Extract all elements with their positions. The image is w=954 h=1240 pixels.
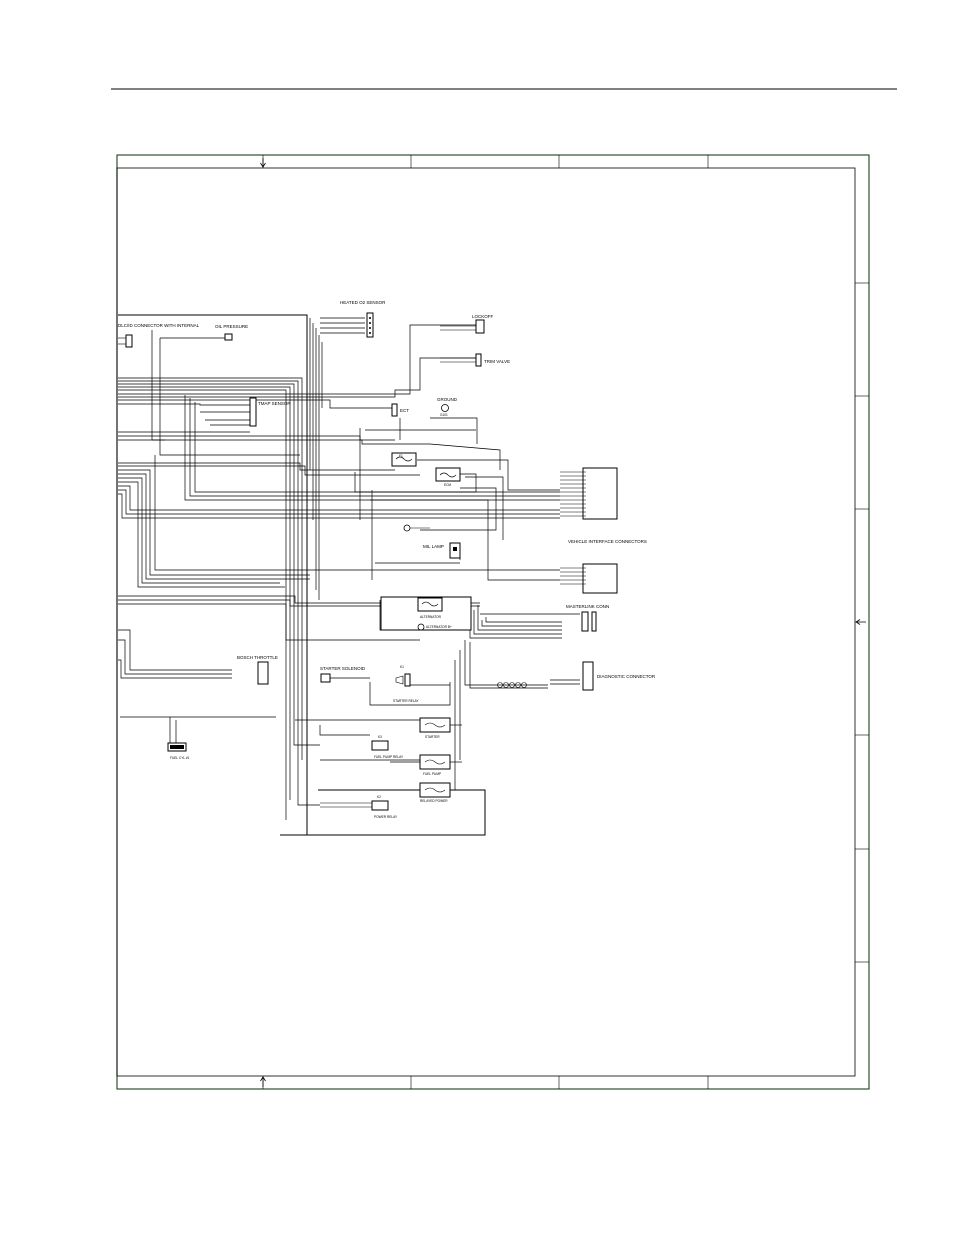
trim-valve-label: TRIM VALVE [484,359,510,364]
wiring-harness [118,314,580,836]
vehicle-connector-2 [560,563,618,594]
relayed-power-fuse: RELAYED POWER [419,782,451,803]
dlc-connector: DLC/ID CONNECTOR WITH INTERNAL [118,323,200,348]
starter-solenoid-label: STARTER SOLENOID [320,666,366,671]
starter-relay: K1 STARTER RELAY [393,665,420,703]
mil-lamp-icon [403,524,411,532]
lockoff-label: LOCKOFF [472,314,494,319]
bosch-throttle-label: BOSCH THROTTLE [237,655,278,660]
fuse-f2: ECM [435,467,461,487]
fuel-pump-fuse: FUEL PUMP [419,754,451,776]
relay-k3-caption: FUEL PUMP RELAY [374,755,404,759]
fuel-pump-relay: K3 FUEL PUMP RELAY [371,735,404,759]
ect-label: ECT [400,408,409,413]
lockoff-valve: LOCKOFF [440,314,494,334]
mil-lamp-label: MIL LAMP [423,544,444,549]
vehicle-connector-1 [560,467,618,520]
ground-id: G101 [440,413,448,417]
alternator-icon [417,623,425,631]
mil-lamp [403,524,430,532]
vehicle-interface-label: VEHICLE INTERFACE CONNECTORS [568,539,647,544]
fuse-f1-label: F1 [399,454,403,458]
drawing-frame [116,154,870,1090]
fuse-f2-label: ECM [444,483,451,487]
relay-k3-label: K3 [378,735,382,739]
bottom-center-arrow-icon [260,1076,266,1087]
fuel-injector-cyl1: FUEL CYL #1 [167,742,190,760]
starter-fuse-label: STARTER [425,735,440,739]
fuse-f1: F1 [391,452,417,467]
trim-valve: TRIM VALVE [440,353,510,367]
relay-k2-caption: POWER RELAY [374,815,398,819]
ground-label: GROUND [437,397,458,402]
bosch-throttle: BOSCH THROTTLE [237,655,278,685]
alternator-fuse: ALTERNATOR ALTERNATOR B+ [380,596,472,631]
oil-pressure-label: OIL PRESSURE [215,324,248,329]
right-center-arrow-icon [855,619,866,625]
ground-symbol-icon [441,404,449,412]
alternator-fuse-label: ALTERNATOR [420,615,442,619]
heated-o2-sensor: HEATED O2 SENSOR [340,300,386,338]
diagnostic-connector: DIAGNOSTIC CONNECTOR [497,661,656,691]
alternator-label: ALTERNATOR B+ [426,625,452,629]
dlc-connector-label: DLC/ID CONNECTOR WITH INTERNAL [118,323,200,328]
relay-k1-label: K1 [400,665,404,669]
diagnostic-connector-label: DIAGNOSTIC CONNECTOR [597,674,656,679]
top-center-arrow-icon [260,158,266,168]
fuel-pump-label: FUEL PUMP [423,772,441,776]
ground-point: GROUND G101 [437,397,458,417]
tmap-sensor-label: TMAP SENSOR [258,401,291,406]
masterlink-connector: MASTERLINK CONN [566,604,609,632]
ect-sensor: ECT [391,403,409,417]
heated-o2-label: HEATED O2 SENSOR [340,300,386,305]
relay-k2-label: K2 [377,795,381,799]
mil-lamp-connector: MIL LAMP [423,542,461,559]
masterlink-label: MASTERLINK CONN [566,604,609,609]
relayed-power-label: RELAYED POWER [420,799,448,803]
starter-relay-label: STARTER RELAY [393,699,420,703]
oil-pressure-switch: OIL PRESSURE [215,324,248,341]
power-relay: K2 POWER RELAY [320,795,398,819]
starter-fuse: STARTER [419,717,451,739]
fuel-cylinder-label: FUEL CYL #1 [170,756,190,760]
starter-solenoid: STARTER SOLENOID [320,666,366,683]
tmap-sensor: TMAP SENSOR [249,397,291,427]
